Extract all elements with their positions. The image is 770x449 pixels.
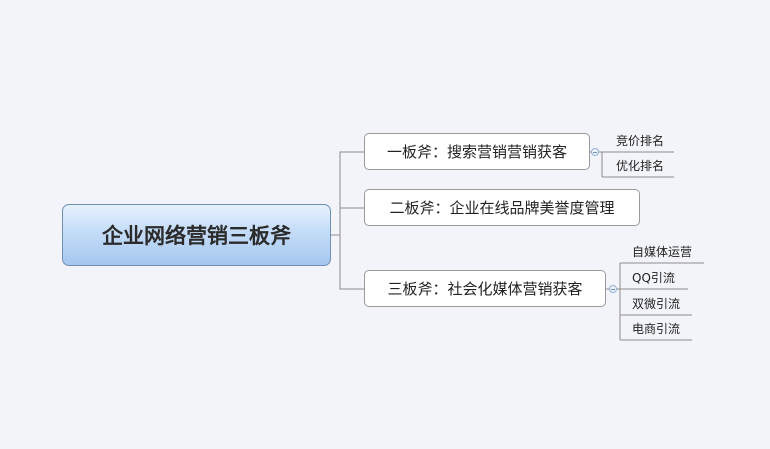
leaf-topic-3-4[interactable]: 电商引流 — [632, 322, 681, 336]
branch-topic-3-label: 三板斧：社会化媒体营销获客 — [387, 280, 583, 298]
branch-topic-2-label: 二板斧：企业在线品牌美誉度管理 — [389, 199, 615, 217]
root-topic-label: 企业网络营销三板斧 — [102, 224, 291, 248]
branch-topic-1-label: 一板斧：搜索营销营销获客 — [386, 143, 567, 161]
leaf-topic-3-2[interactable]: QQ引流 — [632, 271, 675, 285]
leaf-topic-3-3[interactable]: 双微引流 — [632, 297, 681, 311]
collapse-toggle-icon[interactable] — [591, 148, 599, 156]
leaf-topic-1-2[interactable]: 优化排名 — [616, 159, 665, 173]
connector-root-branch-3 — [339, 235, 364, 290]
collapse-toggle-icon[interactable] — [609, 285, 617, 293]
leaf-topic-1-1[interactable]: 竞价排名 — [616, 134, 665, 148]
connector-root-branch-1 — [331, 151, 364, 236]
branch-topic-2[interactable]: 二板斧：企业在线品牌美誉度管理 — [364, 189, 640, 226]
root-topic[interactable]: 企业网络营销三板斧 — [62, 204, 331, 266]
branch-topic-3[interactable]: 三板斧：社会化媒体营销获客 — [364, 270, 606, 307]
leaf-topic-3-1[interactable]: 自媒体运营 — [632, 245, 693, 259]
branch-topic-1[interactable]: 一板斧：搜索营销营销获客 — [364, 133, 590, 170]
